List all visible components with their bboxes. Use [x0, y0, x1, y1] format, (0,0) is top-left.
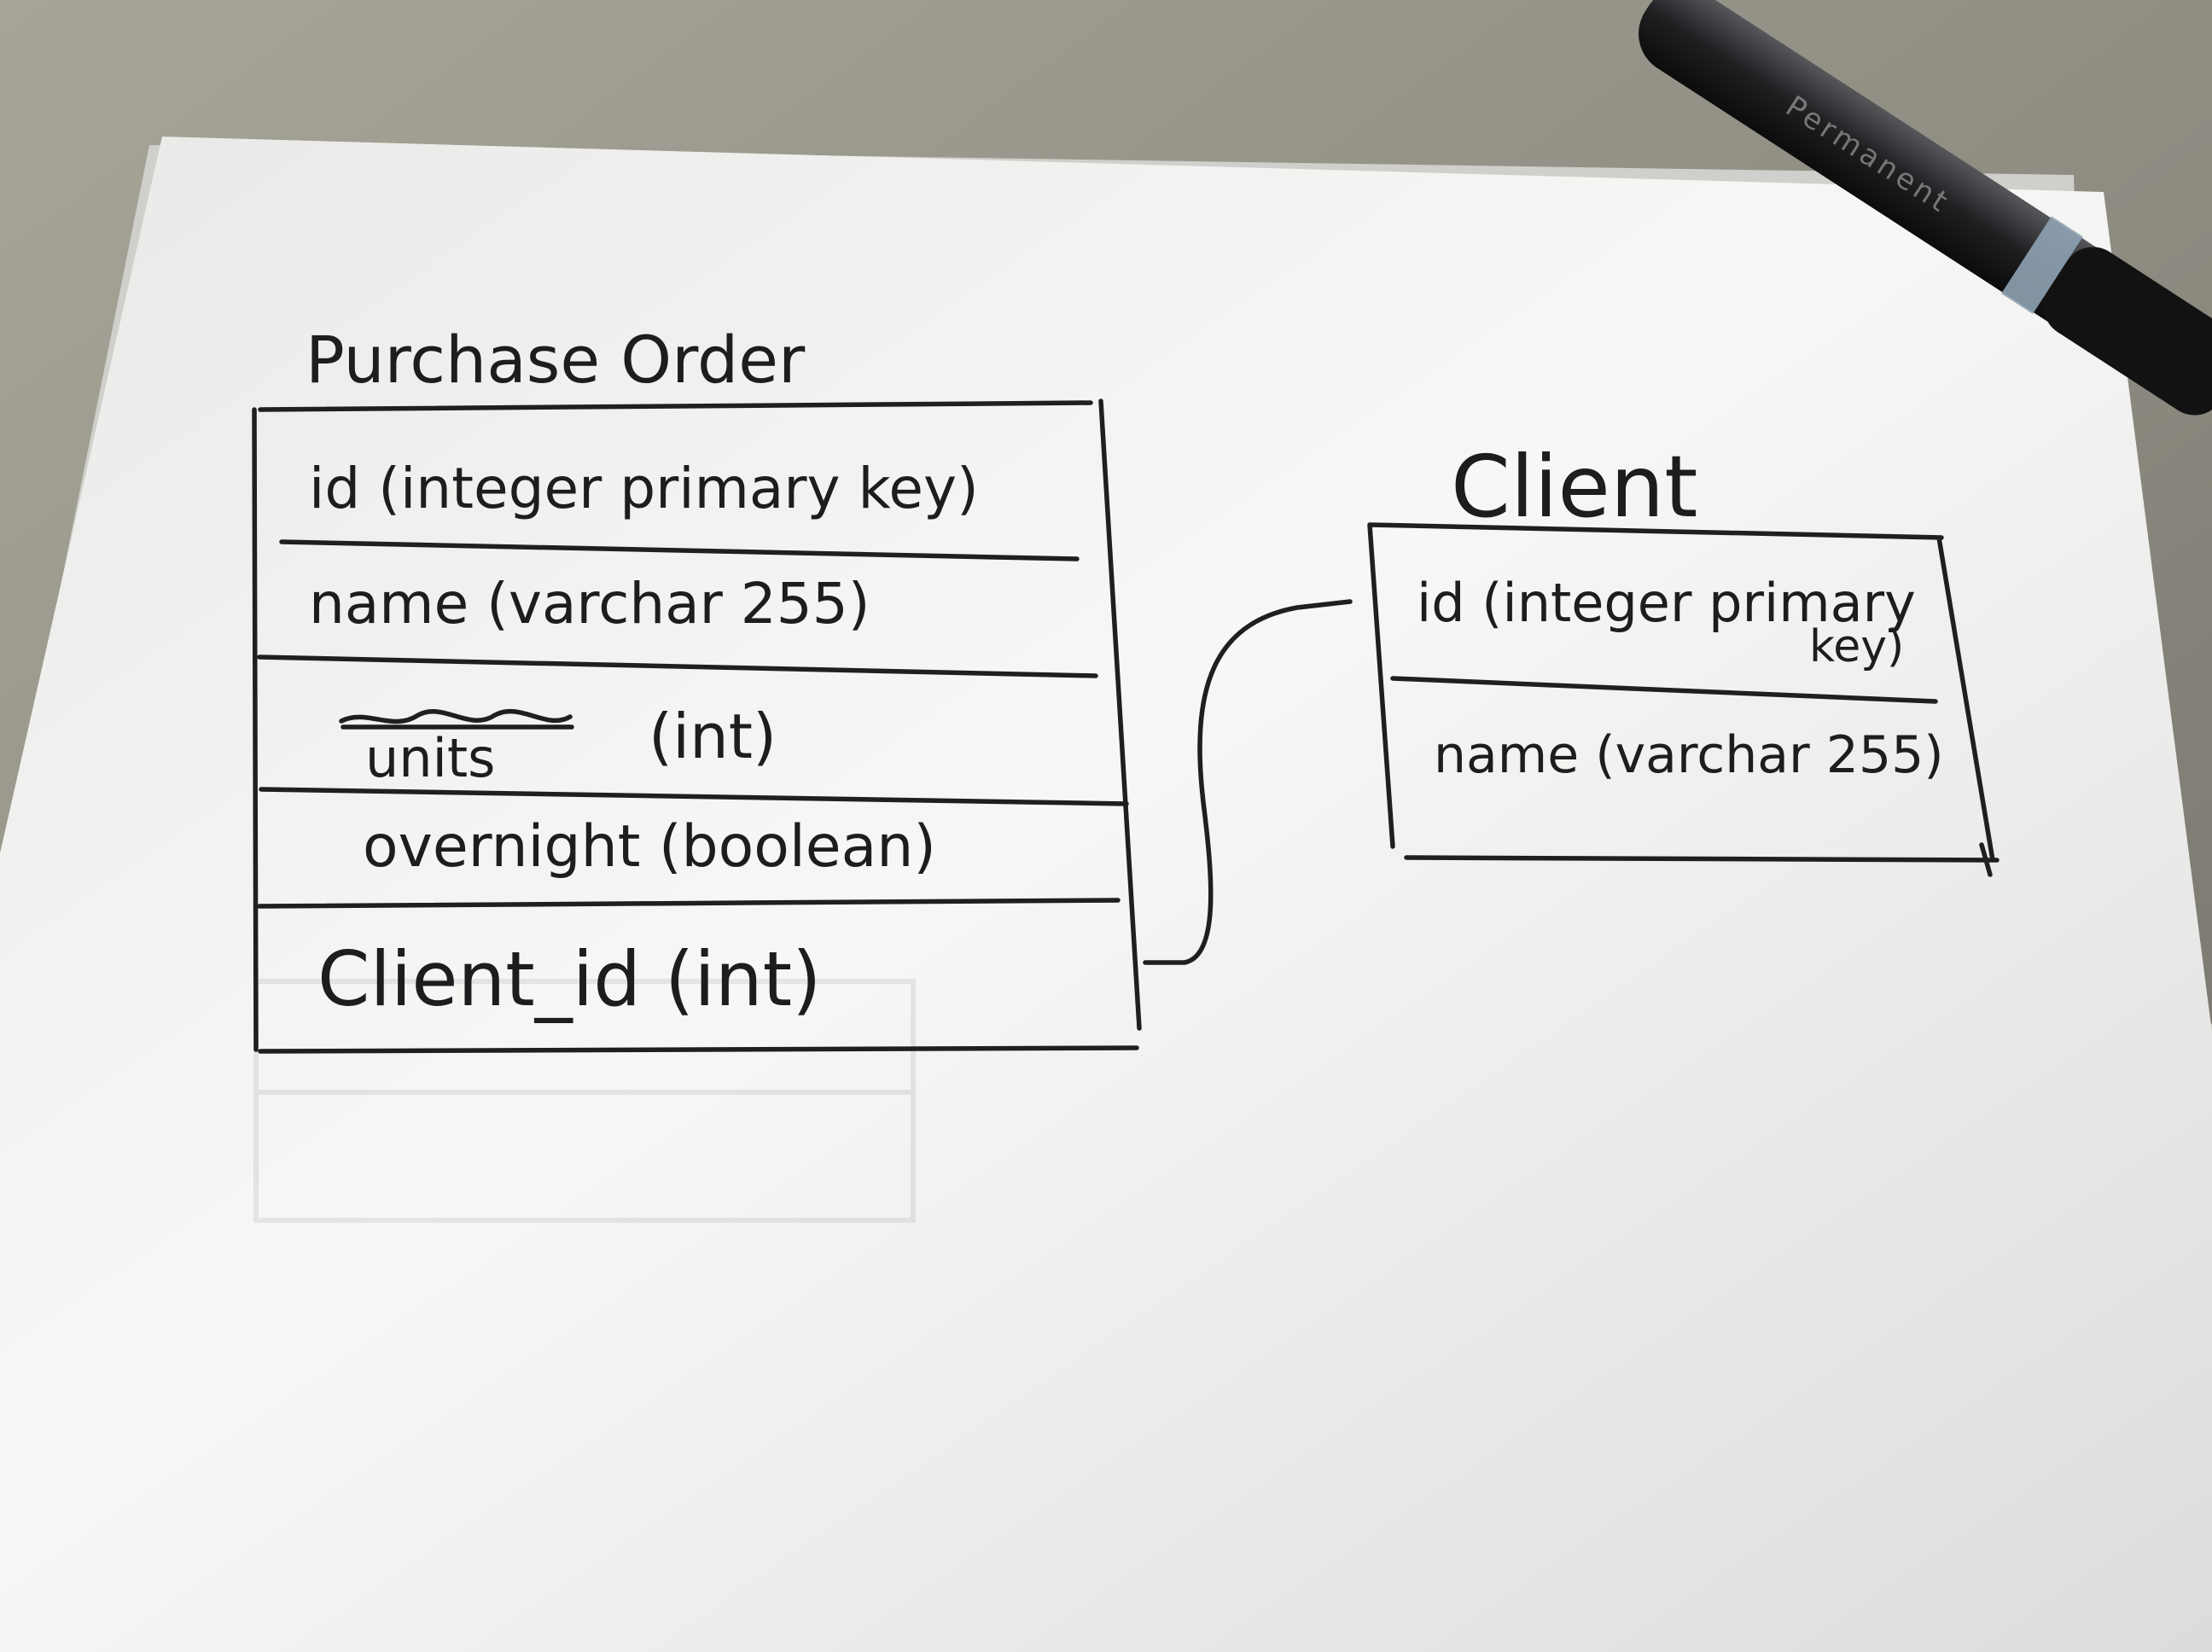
- purchase-order-row-divider: [279, 539, 1080, 561]
- purchase-order-title: Purchase Order: [306, 322, 806, 398]
- client-field-id-cont: key): [1809, 621, 1904, 672]
- client-field-name: name (varchar 255): [1434, 725, 1944, 785]
- crossed-out-text: [339, 708, 573, 724]
- client-title: Client: [1451, 437, 1698, 537]
- po-field-units: units: [365, 727, 495, 789]
- client-entity: Client id (integer primary key) name (va…: [1367, 437, 2000, 877]
- paper-sheet: [0, 137, 2212, 1652]
- client-field-id: id (integer primary: [1417, 572, 1916, 634]
- po-field-id: id (integer primary key): [309, 456, 979, 521]
- client-box: [1367, 522, 2000, 877]
- purchase-order-entity: Purchase Order id (integer primary key) …: [252, 322, 1142, 1054]
- client-row-divider: [1390, 676, 1938, 704]
- show-through-marks: [253, 979, 916, 1223]
- purchase-order-row-divider: [259, 787, 1129, 806]
- po-field-overnight: overnight (boolean): [363, 813, 936, 881]
- purchase-order-row-divider: [257, 654, 1098, 678]
- po-field-name: name (varchar 255): [309, 571, 870, 637]
- relationship-connector: [1143, 599, 1353, 965]
- po-field-client-id: Client_id (int): [317, 935, 821, 1023]
- purchase-order-row-divider: [257, 898, 1121, 909]
- purchase-order-box: [252, 398, 1142, 1054]
- po-field-units-type: (int): [649, 701, 777, 772]
